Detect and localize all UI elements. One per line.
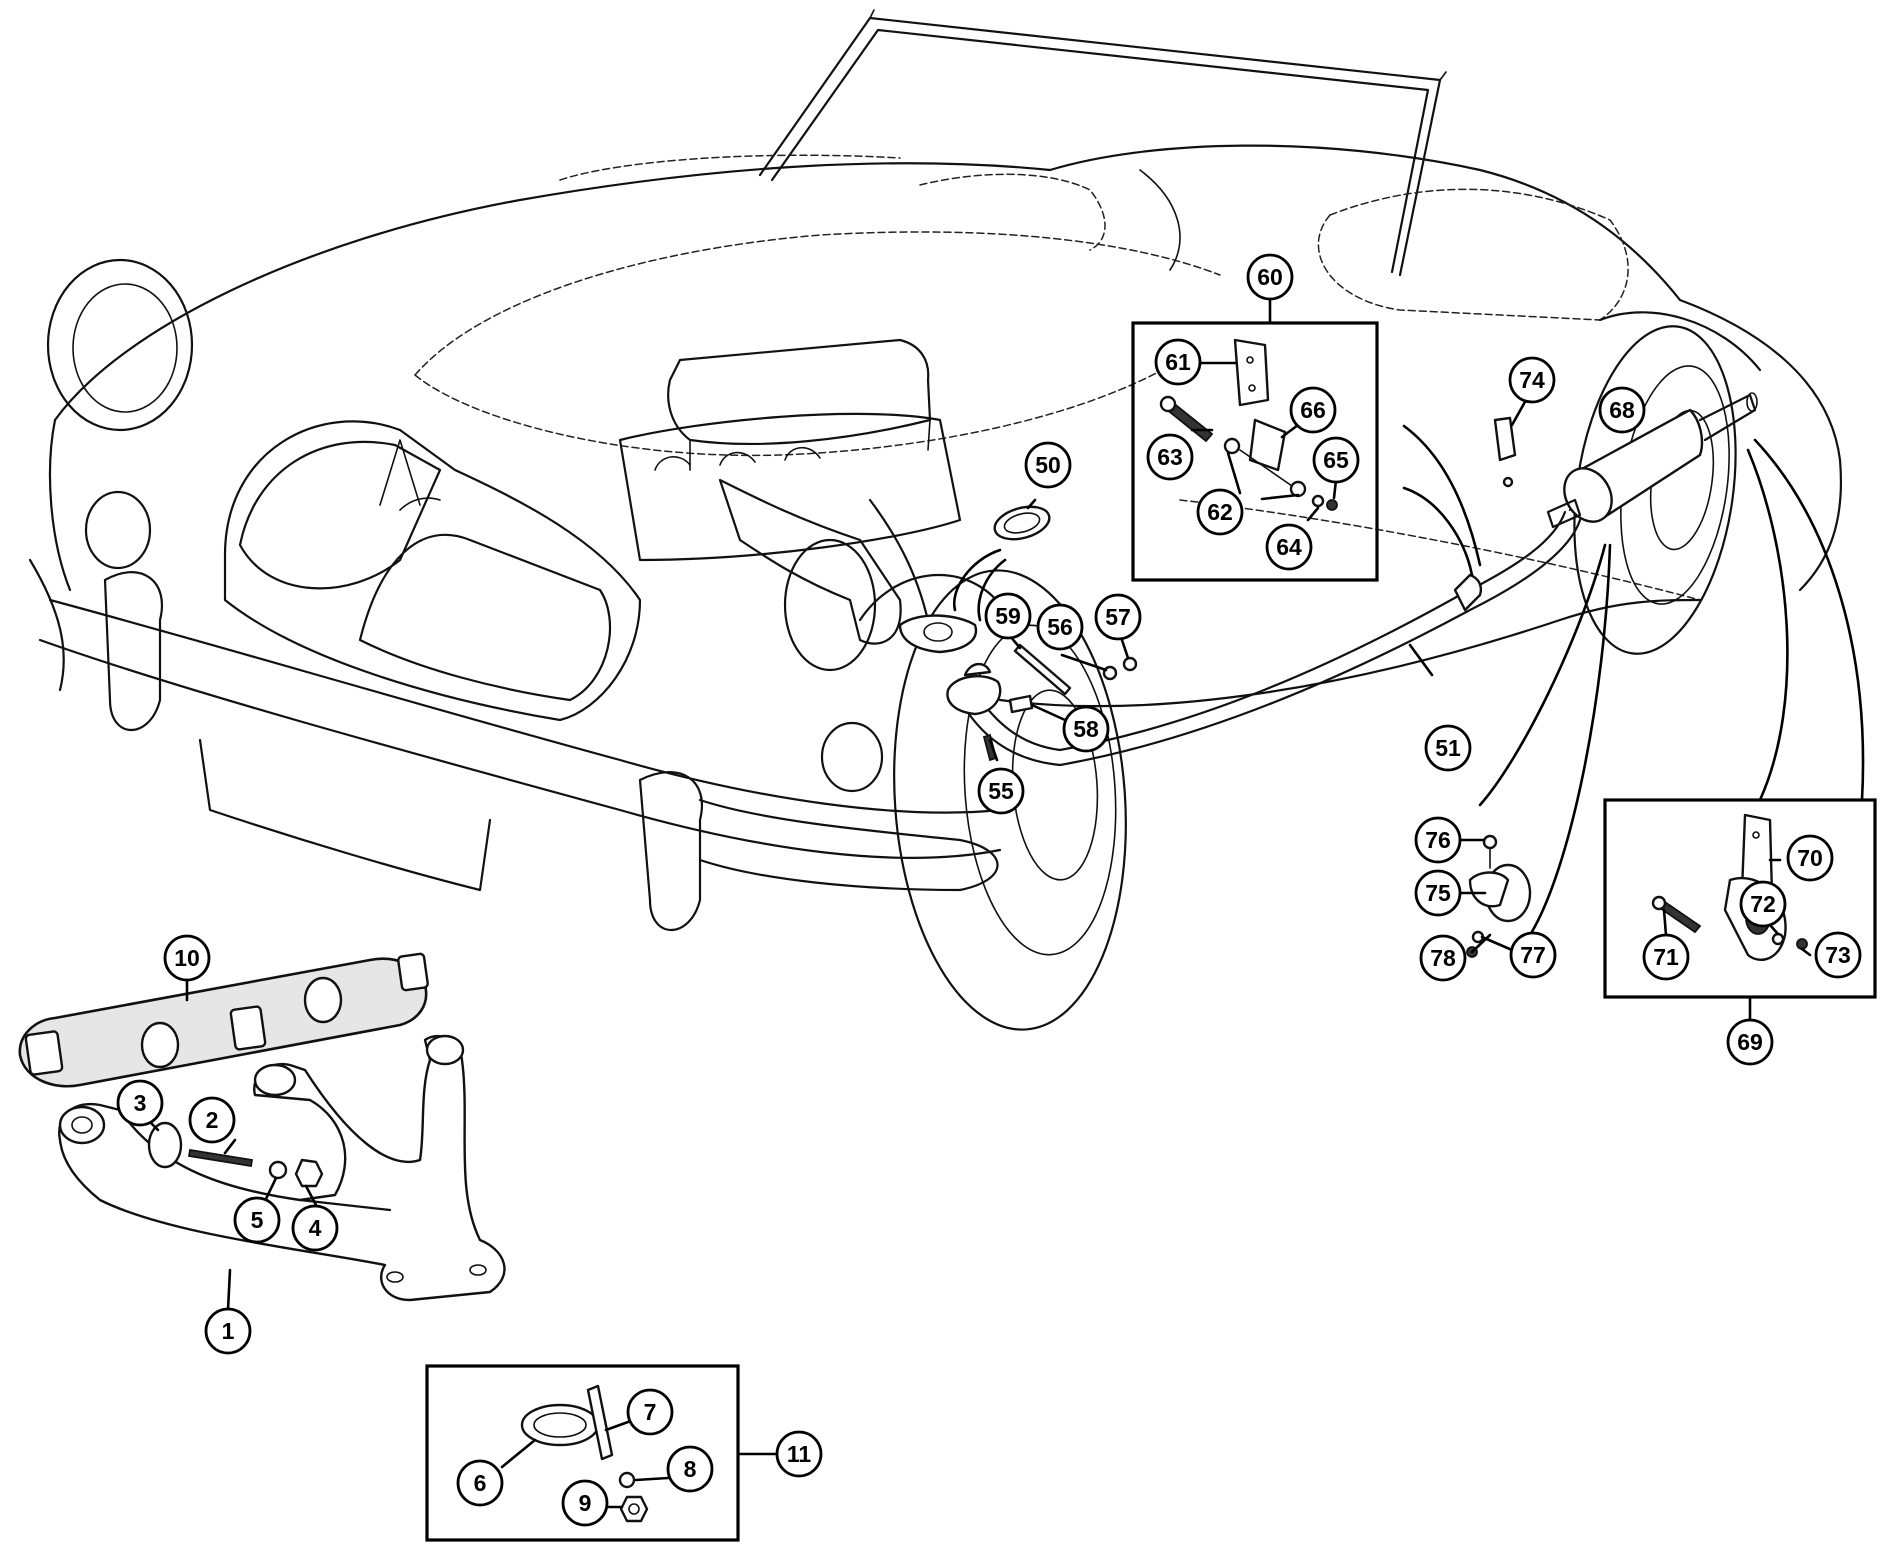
- exhaust-manifold: [58, 1034, 506, 1302]
- svg-text:63: 63: [1157, 444, 1183, 470]
- callout-2[interactable]: 2: [188, 1096, 236, 1144]
- svg-text:61: 61: [1165, 349, 1191, 375]
- svg-text:60: 60: [1257, 264, 1283, 290]
- svg-text:9: 9: [579, 1490, 592, 1516]
- callout-11[interactable]: 11: [775, 1430, 823, 1478]
- callout-69[interactable]: 69: [1726, 1018, 1774, 1066]
- svg-text:70: 70: [1797, 845, 1823, 871]
- callout-77[interactable]: 77: [1509, 931, 1557, 979]
- svg-text:8: 8: [684, 1456, 697, 1482]
- callout-62[interactable]: 62: [1196, 488, 1244, 536]
- car-body-illustration: [28, 9, 1843, 1031]
- svg-text:69: 69: [1737, 1029, 1763, 1055]
- leader-lines: [148, 294, 1865, 1509]
- callout-58[interactable]: 58: [1062, 705, 1110, 753]
- svg-text:58: 58: [1073, 716, 1099, 742]
- callout-5[interactable]: 5: [233, 1196, 281, 1244]
- svg-text:71: 71: [1653, 944, 1679, 970]
- svg-text:1: 1: [222, 1318, 235, 1344]
- callout-78[interactable]: 78: [1419, 934, 1467, 982]
- svg-text:68: 68: [1609, 397, 1635, 423]
- svg-text:59: 59: [995, 603, 1021, 629]
- svg-text:10: 10: [174, 945, 200, 971]
- svg-text:4: 4: [309, 1215, 322, 1241]
- svg-text:65: 65: [1323, 447, 1349, 473]
- svg-text:75: 75: [1425, 880, 1451, 906]
- svg-text:72: 72: [1750, 891, 1776, 917]
- svg-text:55: 55: [988, 778, 1014, 804]
- callout-59[interactable]: 59: [984, 592, 1032, 640]
- callout-57[interactable]: 57: [1094, 593, 1142, 641]
- svg-text:78: 78: [1430, 945, 1456, 971]
- svg-text:64: 64: [1276, 534, 1302, 560]
- callout-64[interactable]: 64: [1265, 523, 1313, 571]
- svg-text:73: 73: [1825, 942, 1851, 968]
- callout-73[interactable]: 73: [1814, 931, 1862, 979]
- svg-text:2: 2: [206, 1107, 219, 1133]
- svg-text:66: 66: [1300, 397, 1326, 423]
- callout-61[interactable]: 61: [1154, 338, 1202, 386]
- svg-text:3: 3: [134, 1090, 147, 1116]
- callout-9[interactable]: 9: [561, 1479, 609, 1527]
- callout-50[interactable]: 50: [1024, 441, 1072, 489]
- sealing-ring-kit-box: [425, 1364, 740, 1542]
- callout-10[interactable]: 10: [163, 934, 211, 982]
- manifold-gasket: [18, 952, 429, 1088]
- callout-4[interactable]: 4: [291, 1204, 339, 1252]
- callout-1[interactable]: 1: [204, 1307, 252, 1355]
- callout-51[interactable]: 51: [1424, 724, 1472, 772]
- svg-text:11: 11: [787, 1441, 812, 1467]
- callout-70[interactable]: 70: [1786, 834, 1834, 882]
- part-callouts: 1 2 3 4 5 6 7 8 9 10 11 50 51 55 56 57 5…: [116, 253, 1862, 1527]
- callout-3[interactable]: 3: [116, 1079, 164, 1127]
- front-pipe-fixings: [946, 416, 1532, 958]
- callout-6[interactable]: 6: [456, 1459, 504, 1507]
- callout-71[interactable]: 71: [1642, 933, 1690, 981]
- svg-text:76: 76: [1425, 827, 1451, 853]
- front-exhaust-pipe: [958, 473, 1612, 767]
- svg-text:5: 5: [251, 1207, 264, 1233]
- svg-text:62: 62: [1207, 499, 1233, 525]
- callout-76[interactable]: 76: [1414, 816, 1462, 864]
- callout-68[interactable]: 68: [1598, 386, 1646, 434]
- svg-text:56: 56: [1047, 614, 1073, 640]
- svg-text:50: 50: [1035, 452, 1061, 478]
- callout-74[interactable]: 74: [1508, 356, 1556, 404]
- callout-8[interactable]: 8: [666, 1445, 714, 1493]
- svg-text:57: 57: [1105, 604, 1131, 630]
- callout-7[interactable]: 7: [626, 1388, 674, 1436]
- callout-55[interactable]: 55: [977, 767, 1025, 815]
- hanger-assembly-box: [1131, 321, 1379, 582]
- svg-text:6: 6: [474, 1470, 487, 1496]
- callout-66[interactable]: 66: [1289, 386, 1337, 434]
- svg-text:51: 51: [1435, 735, 1461, 761]
- callout-60[interactable]: 60: [1246, 253, 1294, 301]
- callout-72[interactable]: 72: [1739, 880, 1787, 928]
- silencer-muffler: [1546, 392, 1758, 529]
- callout-65[interactable]: 65: [1312, 436, 1360, 484]
- callout-75[interactable]: 75: [1414, 869, 1462, 917]
- svg-text:77: 77: [1520, 942, 1546, 968]
- svg-text:7: 7: [644, 1399, 657, 1425]
- callout-63[interactable]: 63: [1146, 433, 1194, 481]
- svg-text:74: 74: [1519, 367, 1545, 393]
- callout-56[interactable]: 56: [1036, 603, 1084, 651]
